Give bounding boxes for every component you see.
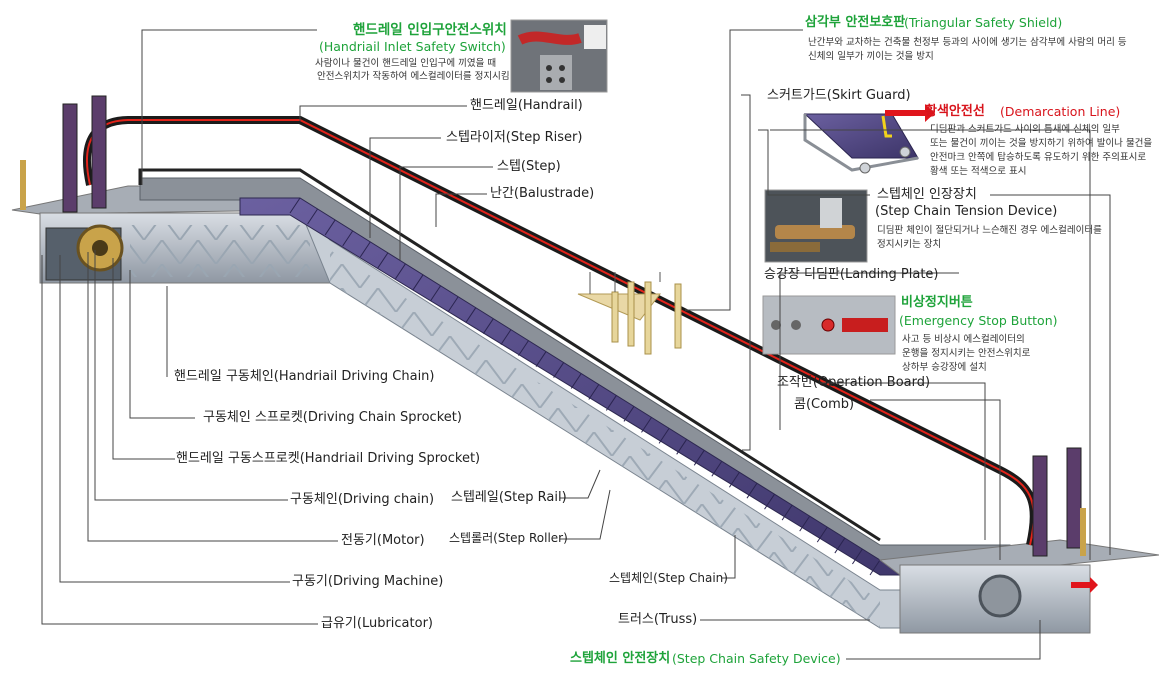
- label-comb: 콤(Comb): [794, 397, 855, 412]
- step-edge: [852, 548, 863, 565]
- handrail-inlet-subtitle: (Handriail Inlet Safety Switch): [319, 39, 506, 54]
- label-lubricator: 급유기(Lubricator): [321, 616, 433, 631]
- step-edge: [799, 515, 811, 532]
- emergency-desc: 사고 등 비상시 에스컬레이터의: [902, 334, 1025, 345]
- leader-lines: [41, 29, 1111, 660]
- label-driving-chain-sprocket: 구동체인 스프로켓(Driving Chain Sprocket): [203, 410, 462, 425]
- tension-desc: 정지시키는 장치: [877, 239, 942, 250]
- skirt-guard-step-illustration: [803, 113, 919, 174]
- demarcation-desc: 디딤판과 스커트가드 사이의 틈새에 신체의 일부: [930, 124, 1120, 135]
- step-edge: [869, 559, 881, 576]
- step-edge: [500, 329, 512, 345]
- arrow-icon: [1071, 577, 1098, 593]
- step-edge: [377, 252, 389, 269]
- step-edge: [342, 230, 354, 247]
- triangular-desc: 신체의 일부가 끼이는 것을 방지: [808, 51, 934, 62]
- tension-desc: 디딤판 체인이 절단되거나 느슨해진 경우 에스컬레이터를: [877, 225, 1102, 236]
- step-edge: [482, 318, 494, 334]
- safety-device-title: 스텝체인 안전장치: [570, 651, 671, 666]
- arrow-icon: [885, 104, 935, 122]
- demarcation-subtitle: (Demarcation Line): [1000, 104, 1121, 119]
- step-edge: [676, 439, 688, 455]
- newel-posts: [20, 95, 1086, 557]
- step-edge: [465, 307, 477, 323]
- step-edge: [518, 340, 529, 356]
- step-edge: [570, 373, 582, 389]
- step-edge: [816, 526, 828, 543]
- demarcation-desc: 황색 또는 적색으로 표시: [930, 166, 1027, 177]
- step-edge: [535, 351, 547, 367]
- label-truss: 트러스(Truss): [618, 612, 698, 627]
- step-edge: [447, 296, 459, 313]
- step-edge: [359, 241, 371, 258]
- handrail-inlet-desc: 사람이나 물건이 핸드레일 인입구에 끼였을 때: [315, 58, 497, 69]
- step-edge: [588, 384, 600, 400]
- step-edge: [412, 274, 424, 291]
- safety-device-subtitle: (Step Chain Safety Device): [672, 651, 841, 666]
- tension-title: 스텝체인 인장장치: [877, 187, 977, 202]
- handrail-inlet-title: 핸드레일 인입구안전스위치: [353, 22, 507, 38]
- step-edge: [746, 482, 758, 499]
- step-edge: [289, 197, 301, 214]
- label-skirt-guard: 스커트가드(Skirt Guard): [767, 88, 911, 103]
- handrail-inlet-desc: 안전스위치가 작동하여 에스컬레이터를 정지시킴: [317, 71, 510, 82]
- triangular-desc: 난간부와 교차하는 건축물 천정부 등과의 사이에 생기는 삼각부에 사람의 머…: [808, 37, 1127, 48]
- emergency-subtitle: (Emergency Stop Button): [899, 313, 1058, 328]
- label-operation-board: 조작반(Operation Board): [777, 375, 931, 390]
- triangular-title: 삼각부 안전보호판: [805, 15, 906, 30]
- triangular-subtitle: (Triangular Safety Shield): [904, 15, 1063, 30]
- handrail-inlet-photo: [510, 19, 608, 93]
- emergency-title: 비상정지버튼: [901, 295, 973, 310]
- label-landing-plate: 승강장 디딤판(Landing Plate): [764, 267, 939, 282]
- lower-landing: [878, 539, 1159, 634]
- step-edge: [693, 450, 705, 466]
- step-edge: [395, 263, 406, 280]
- emergency-desc: 운행을 정지시키는 안전스위치로: [902, 348, 1031, 359]
- label-driving-machine: 구동기(Driving Machine): [292, 574, 444, 589]
- step-edge: [623, 406, 635, 422]
- step-edge: [781, 504, 793, 521]
- label-step-rail: 스텝레일(Step Rail): [451, 490, 567, 505]
- label-handrail: 핸드레일(Handrail): [470, 98, 583, 113]
- step-edge: [553, 362, 565, 378]
- step-edge: [711, 460, 723, 477]
- demarcation-desc: 안전마크 안쪽에 탑승하도록 유도하기 위한 주의표시로: [930, 152, 1147, 163]
- tension-device-photo: [764, 189, 868, 263]
- demarcation-desc: 또는 물건이 끼이는 것을 방지하기 위하여 발이나 물건을: [930, 138, 1153, 149]
- label-motor: 전동기(Motor): [341, 533, 425, 548]
- step-edge: [641, 417, 652, 433]
- step-edge: [834, 537, 846, 554]
- label-step-riser: 스텝라이저(Step Riser): [446, 130, 583, 145]
- label-driving-chain: 구동체인(Driving chain): [290, 492, 435, 507]
- label-balustrade: 난간(Balustrade): [490, 186, 595, 201]
- emergency-button-photo: [762, 295, 896, 355]
- emergency-desc: 상하부 승강장에 설치: [902, 362, 987, 373]
- step-edge: [307, 208, 318, 225]
- step-edge: [605, 395, 617, 411]
- step-edge: [430, 285, 442, 302]
- label-handrail-driving-sprocket: 핸드레일 구동스프로켓(Handriail Driving Sprocket): [176, 451, 481, 466]
- label-handrail-driving-chain: 핸드레일 구동체인(Handriail Driving Chain): [174, 369, 435, 384]
- tension-subtitle: (Step Chain Tension Device): [875, 204, 1058, 219]
- demarcation-title: 황색안전선: [925, 104, 985, 119]
- step-edge: [324, 219, 336, 236]
- step-edge: [764, 493, 775, 510]
- triangular-shield-illustration: [577, 272, 682, 355]
- label-step: 스텝(Step): [497, 159, 561, 174]
- label-step-roller: 스텝롤러(Step Roller): [449, 531, 568, 545]
- step-edge: [658, 428, 670, 444]
- label-step-chain: 스텝체인(Step Chain): [609, 571, 728, 585]
- step-edge: [728, 471, 740, 488]
